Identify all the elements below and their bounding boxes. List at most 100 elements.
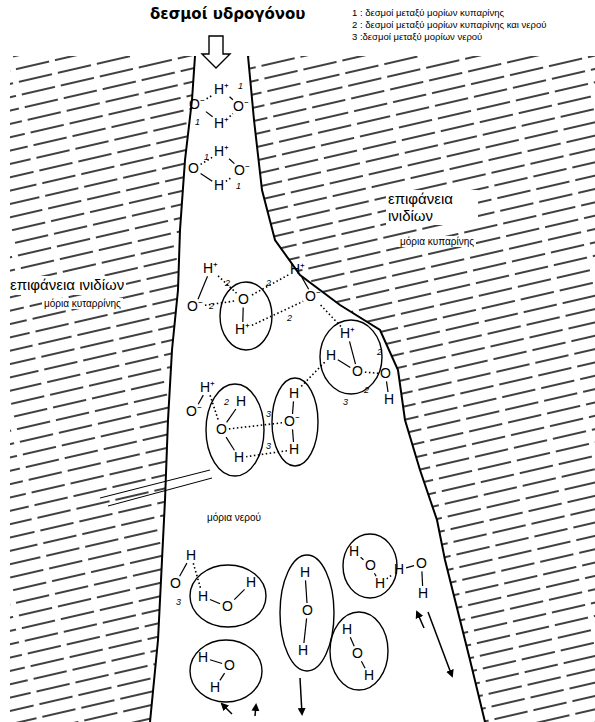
water-molecule-ellipse: H⁺HO — [320, 320, 382, 394]
hydrogen-bond — [387, 575, 393, 579]
bond-number: 1 — [236, 182, 241, 192]
atom-symbol: H — [300, 565, 310, 580]
atom-symbol: O — [188, 161, 199, 176]
water-molecule-ellipse: HOH — [190, 640, 262, 702]
atom-symbol: H — [234, 450, 244, 465]
atom-symbol: O — [170, 576, 181, 591]
covalent-bond — [293, 401, 294, 414]
atom-symbol: H — [349, 544, 359, 559]
atom-symbol: O — [224, 658, 235, 673]
covalent-bond — [406, 566, 414, 568]
atom-symbol: O — [302, 603, 313, 618]
covalent-bond — [198, 395, 203, 404]
bond-number: 2 — [209, 302, 214, 312]
covalent-bond — [387, 381, 389, 392]
bond-number: 2 — [266, 279, 271, 289]
covalent-bond — [180, 563, 187, 576]
atom-symbol: O — [238, 292, 249, 307]
bond-number: 2 — [224, 398, 229, 408]
channel-ground — [150, 56, 485, 722]
covalent-bond — [306, 580, 308, 603]
atom-symbol: O⁻ — [187, 299, 203, 314]
atom-symbol: H — [375, 576, 385, 591]
key-note: 3 :δεσμοί μεταξύ μορίων νερού — [352, 32, 482, 42]
covalent-bond — [210, 660, 222, 664]
atom-symbol: H — [364, 668, 374, 683]
atom-symbol: O — [222, 599, 233, 614]
left-fibril-wall — [150, 56, 195, 722]
covalent-bond — [229, 159, 234, 164]
atom-symbol: H⁺ — [214, 144, 229, 159]
covalent-bond — [421, 571, 423, 586]
covalent-bond — [350, 341, 356, 364]
diagram-title: δεσμοί υδρογόνου — [150, 6, 305, 23]
atom-symbol: H — [210, 680, 220, 695]
bond-number: 3 — [176, 598, 181, 608]
water-molecule-ellipse: HOH — [330, 612, 388, 690]
atom-symbol: H⁺ — [200, 380, 215, 395]
key-note: 1 : δεσμοί μεταξύ μορίων κυπαρίνης — [352, 8, 504, 18]
covalent-bond — [234, 589, 244, 599]
atom-symbol: O — [352, 646, 363, 661]
atom-symbol: O⁻ — [284, 414, 300, 429]
atom-symbol: H⁺ — [235, 322, 250, 337]
atom-symbol: H — [236, 394, 246, 409]
covalent-bond — [304, 618, 307, 643]
atom-symbol: H⁺ — [203, 261, 218, 276]
region-label: μόρια κυταρρίνης — [42, 298, 123, 309]
water-molecule-ellipse: H O⁻ H — [272, 378, 318, 466]
hydrogen-bond — [229, 423, 282, 429]
covalent-bond — [210, 600, 220, 604]
region-label: επιφάνεια ινιδίων — [8, 276, 126, 295]
key-note: 2 : δεσμοί μεταξύ μορίων κυπαρίνης και ν… — [352, 20, 546, 30]
covalent-bond — [230, 97, 233, 100]
atom-symbol: H — [198, 589, 208, 604]
atom-symbol: H — [342, 622, 352, 637]
atom-symbol: H — [289, 386, 299, 401]
atom-symbol: H — [384, 392, 394, 407]
atom-symbol: H — [246, 575, 256, 590]
covalent-bond — [293, 429, 294, 442]
bond-number: 3 — [343, 398, 348, 408]
atom-symbol: H — [326, 348, 336, 363]
covalent-bond — [338, 360, 351, 368]
covalent-bond — [198, 276, 208, 299]
covalent-bond — [226, 437, 234, 450]
right-fibril-wall — [248, 56, 485, 722]
bond-number: 2 — [287, 314, 292, 324]
atom-symbol: H⁺ — [340, 326, 355, 341]
fibril-hatching — [10, 56, 595, 722]
hydrogen-bond — [226, 177, 233, 181]
bond-number: 1 — [238, 82, 243, 92]
atom-symbol: H — [289, 442, 299, 457]
atom-symbol: H⁺ — [290, 262, 305, 277]
atom-symbol: H — [214, 178, 224, 193]
flow-arrows — [222, 612, 452, 716]
atom-symbol: O — [365, 558, 376, 573]
leader-line — [108, 478, 212, 506]
bond-number: 1 — [204, 153, 209, 163]
atom-symbol: H — [198, 650, 208, 665]
water-molecule-ellipse: HOH — [206, 384, 264, 476]
hydrogen-bond — [207, 95, 213, 99]
covalent-bond — [227, 409, 236, 422]
water-molecule-ellipse: HOH — [280, 555, 334, 671]
water-molecule-ellipse: HOH — [343, 534, 397, 598]
region-label: μόρια κυπαρίνης — [398, 236, 476, 247]
covalent-bond — [220, 673, 225, 680]
covalent-bond — [242, 307, 244, 322]
atom-symbol: H — [186, 548, 196, 563]
pointer-arrow — [202, 36, 230, 68]
atom-symbol: H⁺ — [214, 82, 229, 97]
atom-symbol: O⁻ — [189, 97, 205, 112]
bond-number: 1 — [195, 118, 200, 128]
atom-symbol: H⁺ — [214, 116, 229, 131]
covalent-bond — [206, 112, 213, 117]
atom-symbol: O — [416, 556, 427, 571]
covalent-bond — [361, 557, 364, 559]
covalent-bond — [302, 277, 309, 289]
covalent-bond — [201, 173, 213, 181]
atom-symbol: O⁻ — [186, 404, 202, 419]
atom-symbol: O⁻ — [234, 163, 250, 178]
